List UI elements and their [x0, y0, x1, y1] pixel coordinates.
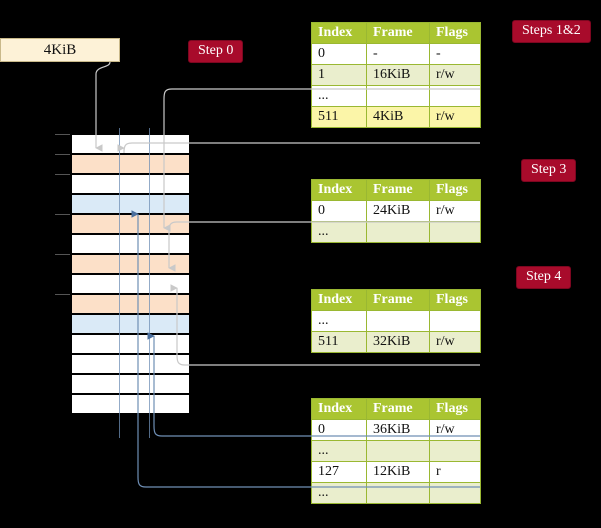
memory-frame-row — [71, 134, 190, 154]
cell-flags: - — [429, 43, 481, 65]
cell-index: 0 — [311, 43, 367, 65]
cell-frame — [366, 440, 430, 462]
column-header-index: Index — [311, 22, 367, 44]
grid-tick-mark — [55, 254, 70, 255]
cell-flags — [429, 440, 481, 462]
column-header-flags: Flags — [429, 289, 481, 311]
cell-frame: 12KiB — [366, 461, 430, 483]
cell-index: 0 — [311, 419, 367, 441]
cell-flags — [429, 310, 481, 332]
cell-frame: 24KiB — [366, 200, 430, 222]
grid-tick-mark — [55, 134, 70, 135]
cell-flags: r/w — [429, 106, 481, 128]
memory-frame-row — [71, 234, 190, 254]
grid-tick-mark — [55, 154, 70, 155]
memory-frame-row — [71, 174, 190, 194]
cell-flags: r/w — [429, 64, 481, 86]
table-row: ... — [311, 85, 481, 107]
grid-tick-mark — [55, 174, 70, 175]
memory-frame-row — [71, 354, 190, 374]
cell-index: ... — [311, 440, 367, 462]
memory-frame-row — [71, 214, 190, 234]
column-header-flags: Flags — [429, 179, 481, 201]
memory-frame-row — [71, 154, 190, 174]
column-header-index: Index — [311, 179, 367, 201]
cell-index: ... — [311, 221, 367, 243]
badge-steps-1-2: Steps 1&2 — [512, 20, 591, 43]
column-header-flags: Flags — [429, 22, 481, 44]
cell-frame: 4KiB — [366, 106, 430, 128]
cell-flags: r/w — [429, 200, 481, 222]
cell-flags — [429, 482, 481, 504]
memory-frame-row — [71, 254, 190, 274]
grid-tick-mark — [55, 214, 70, 215]
column-header-frame: Frame — [366, 179, 430, 201]
column-header-flags: Flags — [429, 398, 481, 420]
memory-frame-row — [71, 194, 190, 214]
cell-flags: r — [429, 461, 481, 483]
cell-index: 127 — [311, 461, 367, 483]
cell-frame — [366, 221, 430, 243]
badge-step-4: Step 4 — [516, 266, 572, 289]
badge-step-3: Step 3 — [521, 159, 577, 182]
column-header-frame: Frame — [366, 398, 430, 420]
memory-frame-row — [71, 374, 190, 394]
column-header-index: Index — [311, 289, 367, 311]
memory-frame-row — [71, 334, 190, 354]
cell-index: 0 — [311, 200, 367, 222]
table-row: 0-- — [311, 43, 481, 65]
badge-step-0: Step 0 — [188, 40, 244, 63]
source-page-box: 4KiB — [0, 38, 120, 62]
column-header-index: Index — [311, 398, 367, 420]
cell-index: 511 — [311, 331, 367, 353]
cell-frame — [366, 85, 430, 107]
cell-frame: - — [366, 43, 430, 65]
column-header-frame: Frame — [366, 22, 430, 44]
cell-frame: 36KiB — [366, 419, 430, 441]
column-header-frame: Frame — [366, 289, 430, 311]
grid-tick-mark — [55, 294, 70, 295]
cell-frame: 32KiB — [366, 331, 430, 353]
memory-frame-row — [71, 274, 190, 294]
source-page-label: 4KiB — [43, 41, 77, 58]
memory-frame-row — [71, 394, 190, 414]
table-row: ... — [311, 440, 481, 462]
table-row: ... — [311, 310, 481, 332]
physical-memory-grid — [55, 128, 190, 438]
cell-index: ... — [311, 85, 367, 107]
table-row: ... — [311, 482, 481, 504]
cell-frame — [366, 310, 430, 332]
cell-index: ... — [311, 310, 367, 332]
grid-column-divider — [149, 128, 150, 438]
cell-flags — [429, 85, 481, 107]
grid-column-divider — [119, 128, 120, 438]
cell-flags — [429, 221, 481, 243]
cell-index: ... — [311, 482, 367, 504]
cell-flags: r/w — [429, 331, 481, 353]
table-row: ... — [311, 221, 481, 243]
cell-flags: r/w — [429, 419, 481, 441]
cell-index: 511 — [311, 106, 367, 128]
memory-frame-row — [71, 314, 190, 334]
cell-frame: 16KiB — [366, 64, 430, 86]
memory-frame-row — [71, 294, 190, 314]
cell-frame — [366, 482, 430, 504]
cell-index: 1 — [311, 64, 367, 86]
